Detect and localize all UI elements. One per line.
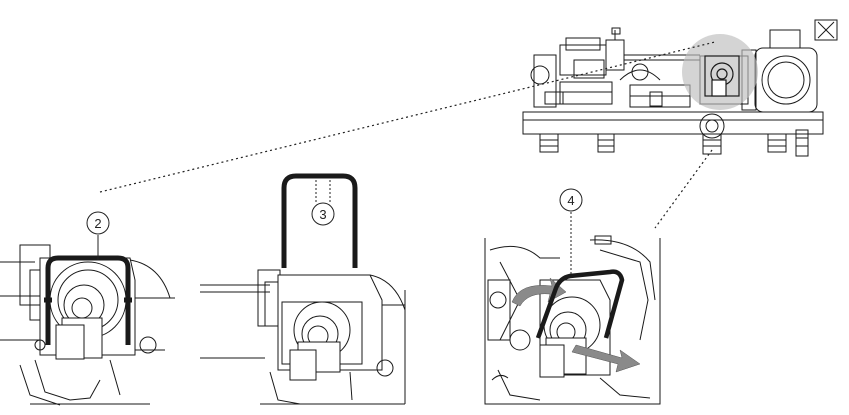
leader-line-left: [99, 41, 716, 193]
callout-2-circle: [86, 211, 110, 235]
detail-panel-2: [200, 269, 406, 405]
arrow-pull: [571, 344, 641, 373]
highlight-circle: [682, 34, 758, 110]
callout-2-number: 2: [94, 216, 101, 231]
overview-unit: [522, 19, 838, 157]
callout-3-number: 3: [319, 207, 326, 222]
highlight-detail: [704, 55, 740, 97]
detail-panel-3: [484, 235, 661, 405]
leader-line-right: [654, 149, 713, 229]
detail-panel-1: [0, 244, 175, 406]
clip-3: [281, 173, 358, 268]
callout-3-circle: [311, 202, 335, 226]
callout-4-number: 4: [567, 193, 574, 208]
callout-4-circle: [559, 188, 583, 212]
clip-2: [44, 255, 132, 345]
clip-4: [535, 269, 625, 339]
